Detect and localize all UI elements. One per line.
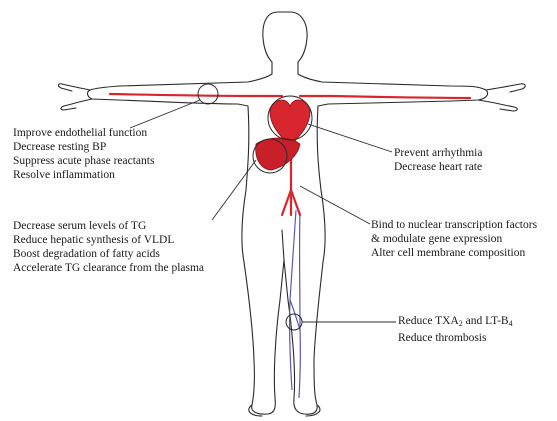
label-line: & modulate gene expression	[371, 232, 537, 246]
label-line: Decrease resting BP	[13, 140, 154, 154]
label-line: Boost degradation of fatty acids	[13, 247, 204, 261]
veins	[290, 210, 301, 398]
label-line: Reduce thrombosis	[398, 331, 513, 345]
lipid-effects-label: Decrease serum levels of TG Reduce hepat…	[13, 219, 204, 275]
label-line: Reduce hepatic synthesis of VLDL	[13, 233, 204, 247]
label-line: Bind to nuclear transcription factors	[371, 218, 537, 232]
label-line: Prevent arrhythmia	[394, 146, 482, 160]
gene-expression-label: Bind to nuclear transcription factors & …	[371, 218, 537, 260]
subscript: 4	[509, 319, 513, 328]
label-line: Decrease heart rate	[394, 160, 482, 174]
leg-divider	[282, 230, 284, 260]
cardiac-effects-label: Prevent arrhythmia Decrease heart rate	[394, 146, 482, 174]
label-line: Suppress acute phase reactants	[13, 154, 154, 168]
liver-organ	[256, 138, 300, 170]
label-line: Improve endothelial function	[13, 126, 154, 140]
pointer-lines	[130, 100, 396, 322]
label-line: Decrease serum levels of TG	[13, 219, 204, 233]
label-line: Reduce TXA2 and LT-B4	[398, 314, 513, 331]
label-line: Accelerate TG clearance from the plasma	[13, 261, 204, 275]
label-text: Reduce TXA	[398, 315, 459, 327]
label-text: and LT-B	[463, 315, 509, 327]
label-line: Resolve inflammation	[13, 168, 154, 182]
head-outline	[88, 12, 488, 414]
left-hand-outline	[58, 84, 92, 110]
endothelial-effects-label: Improve endothelial function Decrease re…	[13, 126, 154, 182]
label-line: Alter cell membrane composition	[371, 246, 537, 260]
thrombosis-effects-label: Reduce TXA2 and LT-B4 Reduce thrombosis	[398, 314, 513, 345]
